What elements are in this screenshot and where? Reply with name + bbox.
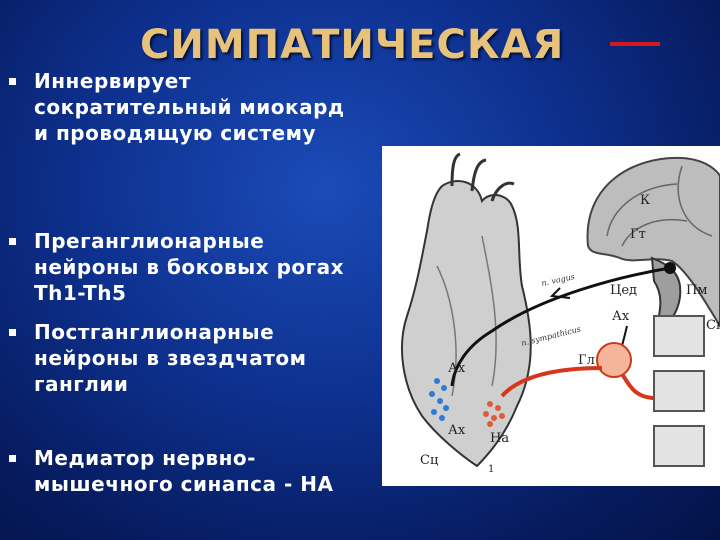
label-vagus: n. vagus [541, 272, 576, 288]
label-ach-heart: Ах [448, 361, 466, 376]
label-ach-top: Ах [612, 309, 630, 324]
postganglionic-line [500, 366, 603, 398]
bullet-square-icon [9, 329, 16, 336]
bullet-square-icon [9, 238, 16, 245]
title-dash [610, 42, 660, 46]
bullet-square-icon [9, 78, 16, 85]
label-hypothalamus: Гт [630, 227, 646, 242]
bullet-item: Постганглионарные нейроны в звездчатом г… [9, 319, 364, 397]
label-cortex: К [640, 193, 650, 208]
label-cut-right: Сн [706, 318, 720, 333]
bullet-square-icon [9, 455, 16, 462]
vagus-nerve-line [450, 266, 671, 387]
innervation-diagram: К Гт n. vagus Цед Пм n. sympathicus Ах Г… [401, 152, 720, 475]
bullet-item: Медиатор нервно-мышечного синапса - НА [9, 445, 364, 497]
label-ganglion: Гл [578, 353, 595, 368]
innervation-figure: К Гт n. vagus Цед Пм n. sympathicus Ах Г… [382, 146, 720, 486]
ganglion-icon [596, 342, 632, 378]
label-medulla: Пм [686, 283, 707, 298]
label-num1: 1 [488, 464, 494, 475]
label-heart: Сц [420, 453, 438, 468]
bullet-text: Постганглионарные нейроны в звездчатом г… [34, 320, 307, 396]
bullet-item: Иннервирует сократительный миокард и про… [9, 68, 364, 146]
bullet-item: Преганглионарные нейроны в боковых рогах… [9, 228, 364, 306]
bullet-text: Иннервирует сократительный миокард и про… [34, 69, 345, 145]
label-na: На [490, 431, 509, 446]
ach-synapse-cluster [429, 378, 449, 421]
muscle-fibers-icon [653, 315, 705, 467]
bullet-text: Медиатор нервно-мышечного синапса - НА [34, 446, 334, 496]
label-ach-bottom: Ах [448, 423, 466, 438]
bullet-text: Преганглионарные нейроны в боковых рогах… [34, 229, 344, 305]
na-synapse-cluster [483, 401, 505, 427]
label-ced: Цед [610, 283, 637, 298]
heart-icon [401, 180, 532, 468]
brain-icon [586, 156, 720, 328]
slide-title: СИМПАТИЧЕСКАЯ [140, 22, 565, 68]
